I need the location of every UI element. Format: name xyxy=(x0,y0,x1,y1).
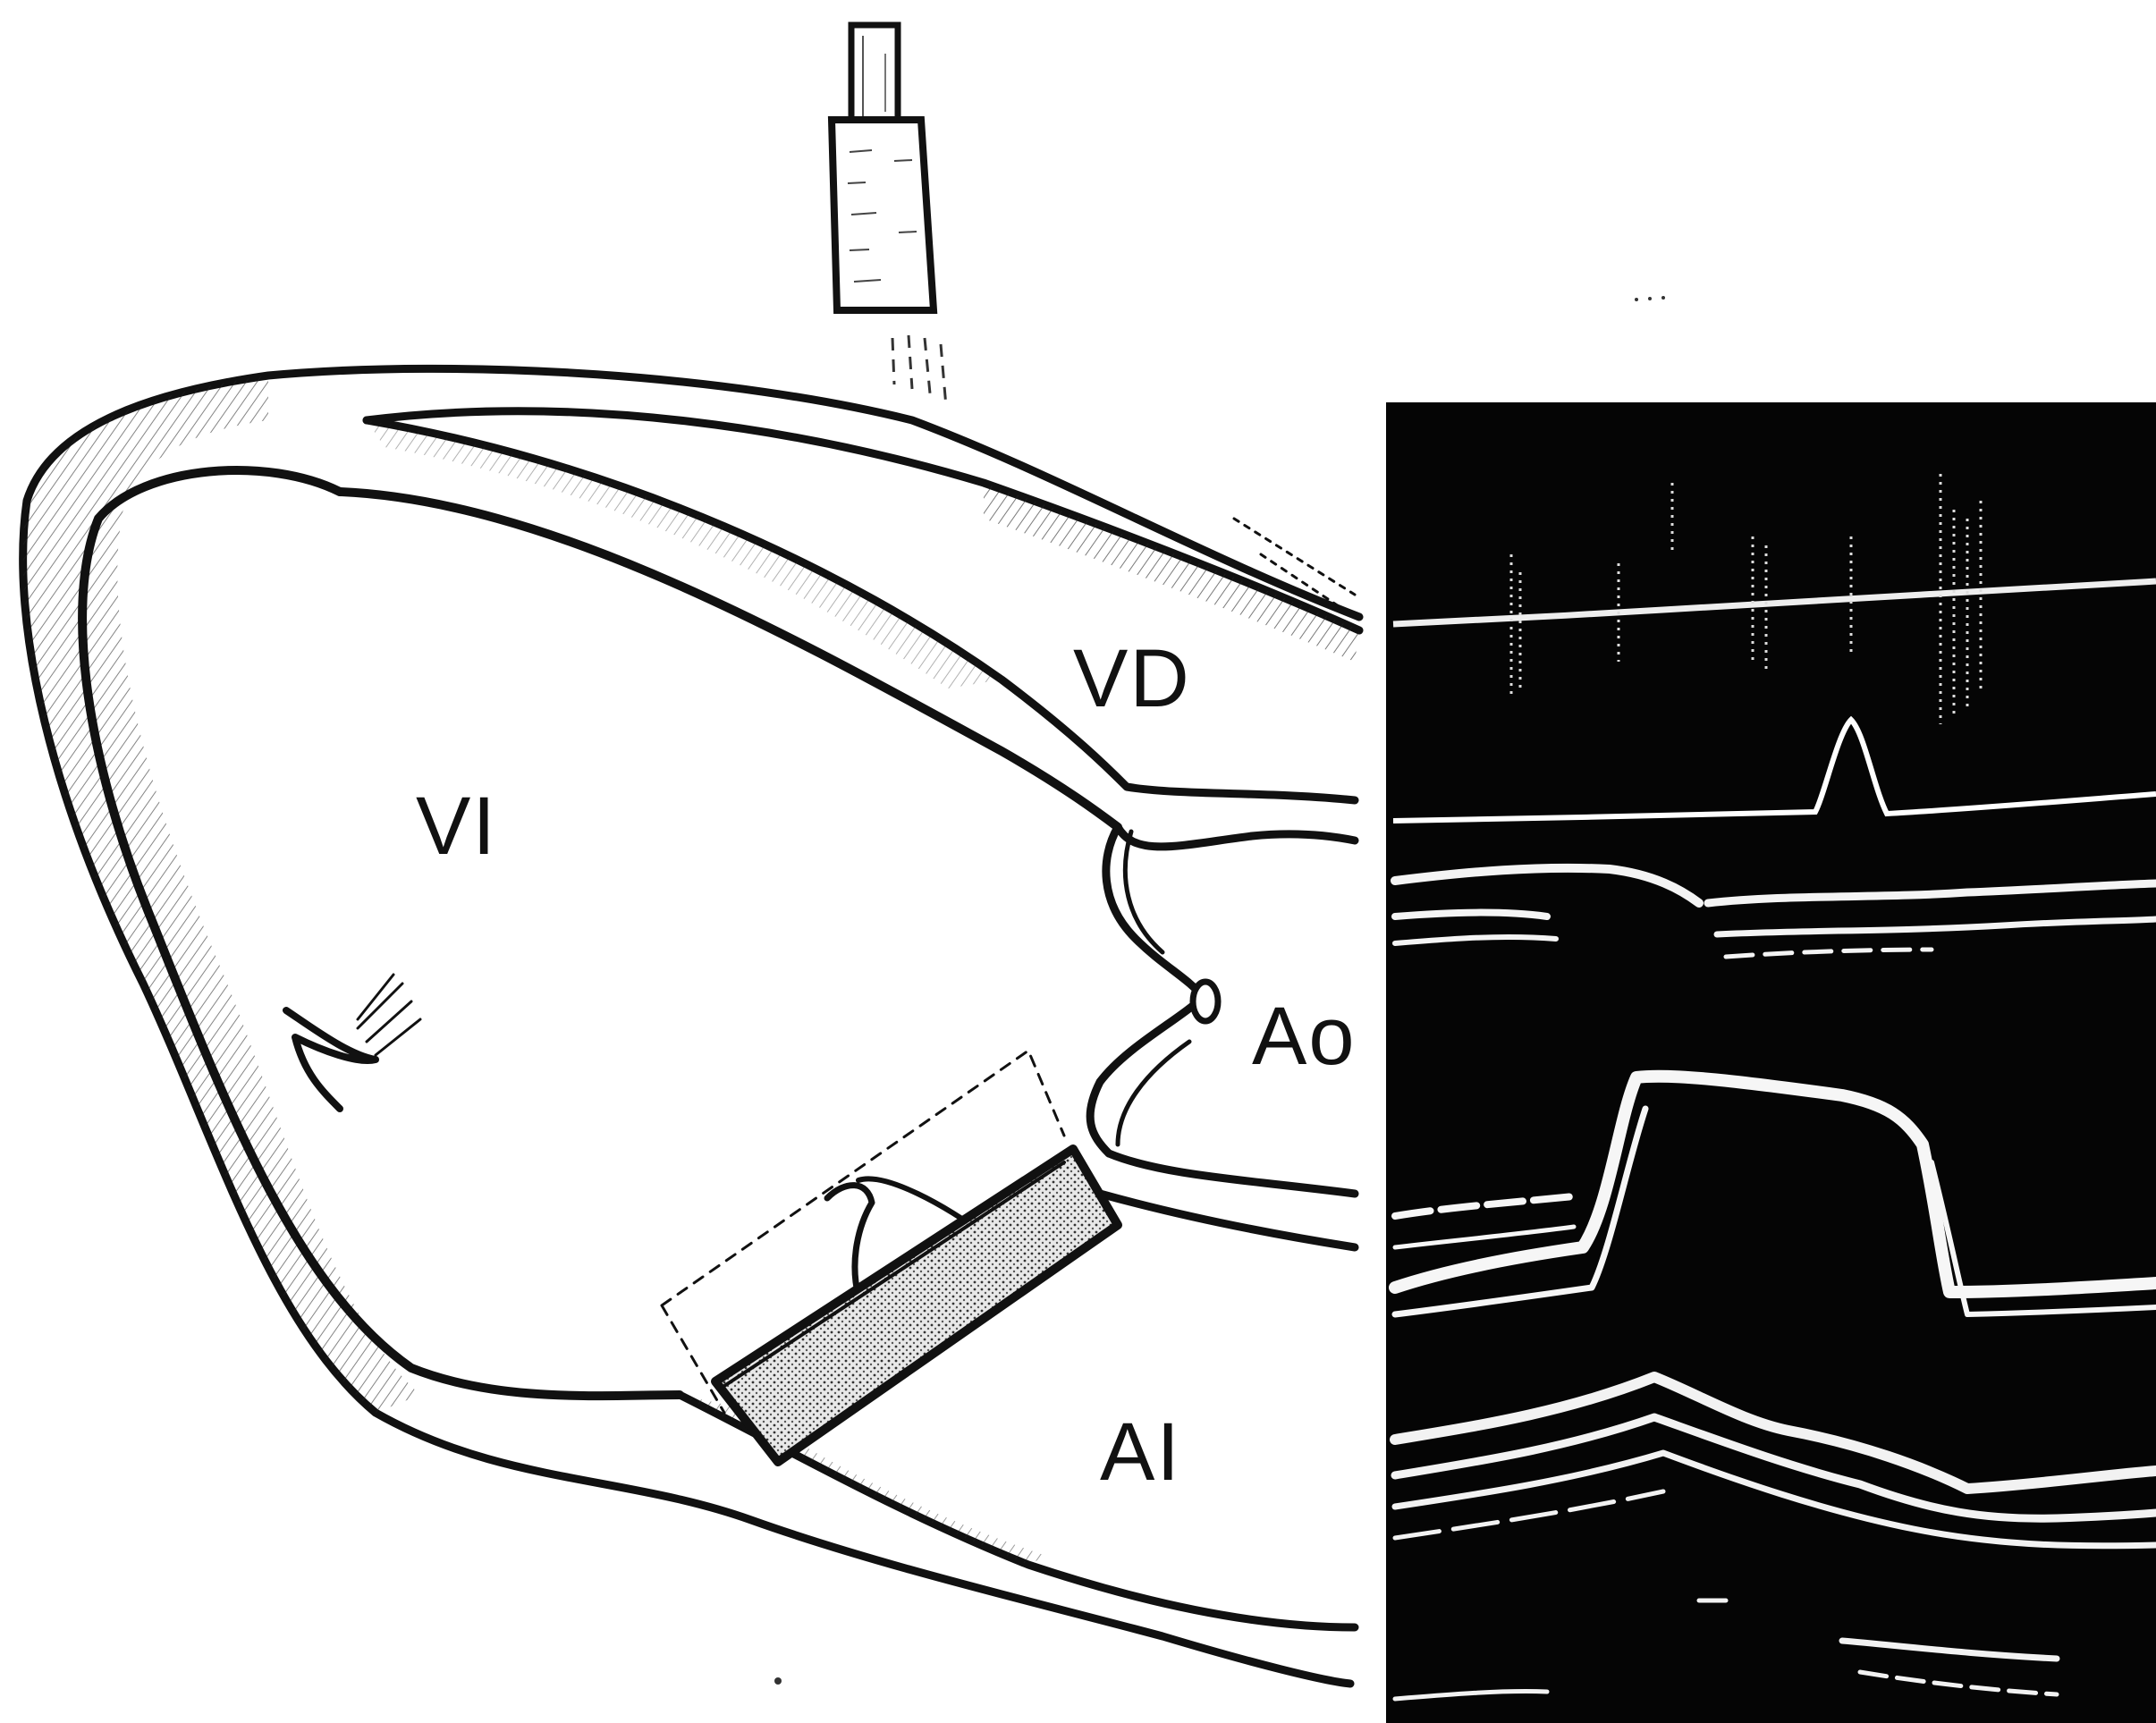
myocardium-hatching xyxy=(23,376,420,1413)
ultrasound-beam xyxy=(892,335,946,407)
label-aorta: Ao xyxy=(1252,991,1357,1082)
m-mode-echo-recording xyxy=(1386,402,2156,1723)
aortic-anterior-wall xyxy=(1118,827,1355,847)
aortic-posterior-wall xyxy=(1109,1153,1355,1194)
ultrasound-transducer-icon xyxy=(832,25,946,407)
label-right-ventricle: VD xyxy=(1073,633,1191,724)
label-left-ventricle: VI xyxy=(416,781,497,872)
label-left-atrium: AI xyxy=(1100,1406,1181,1498)
aortic-valve-cusps xyxy=(1090,827,1203,1153)
aortic-valve-leaflet-tip xyxy=(1193,982,1218,1021)
